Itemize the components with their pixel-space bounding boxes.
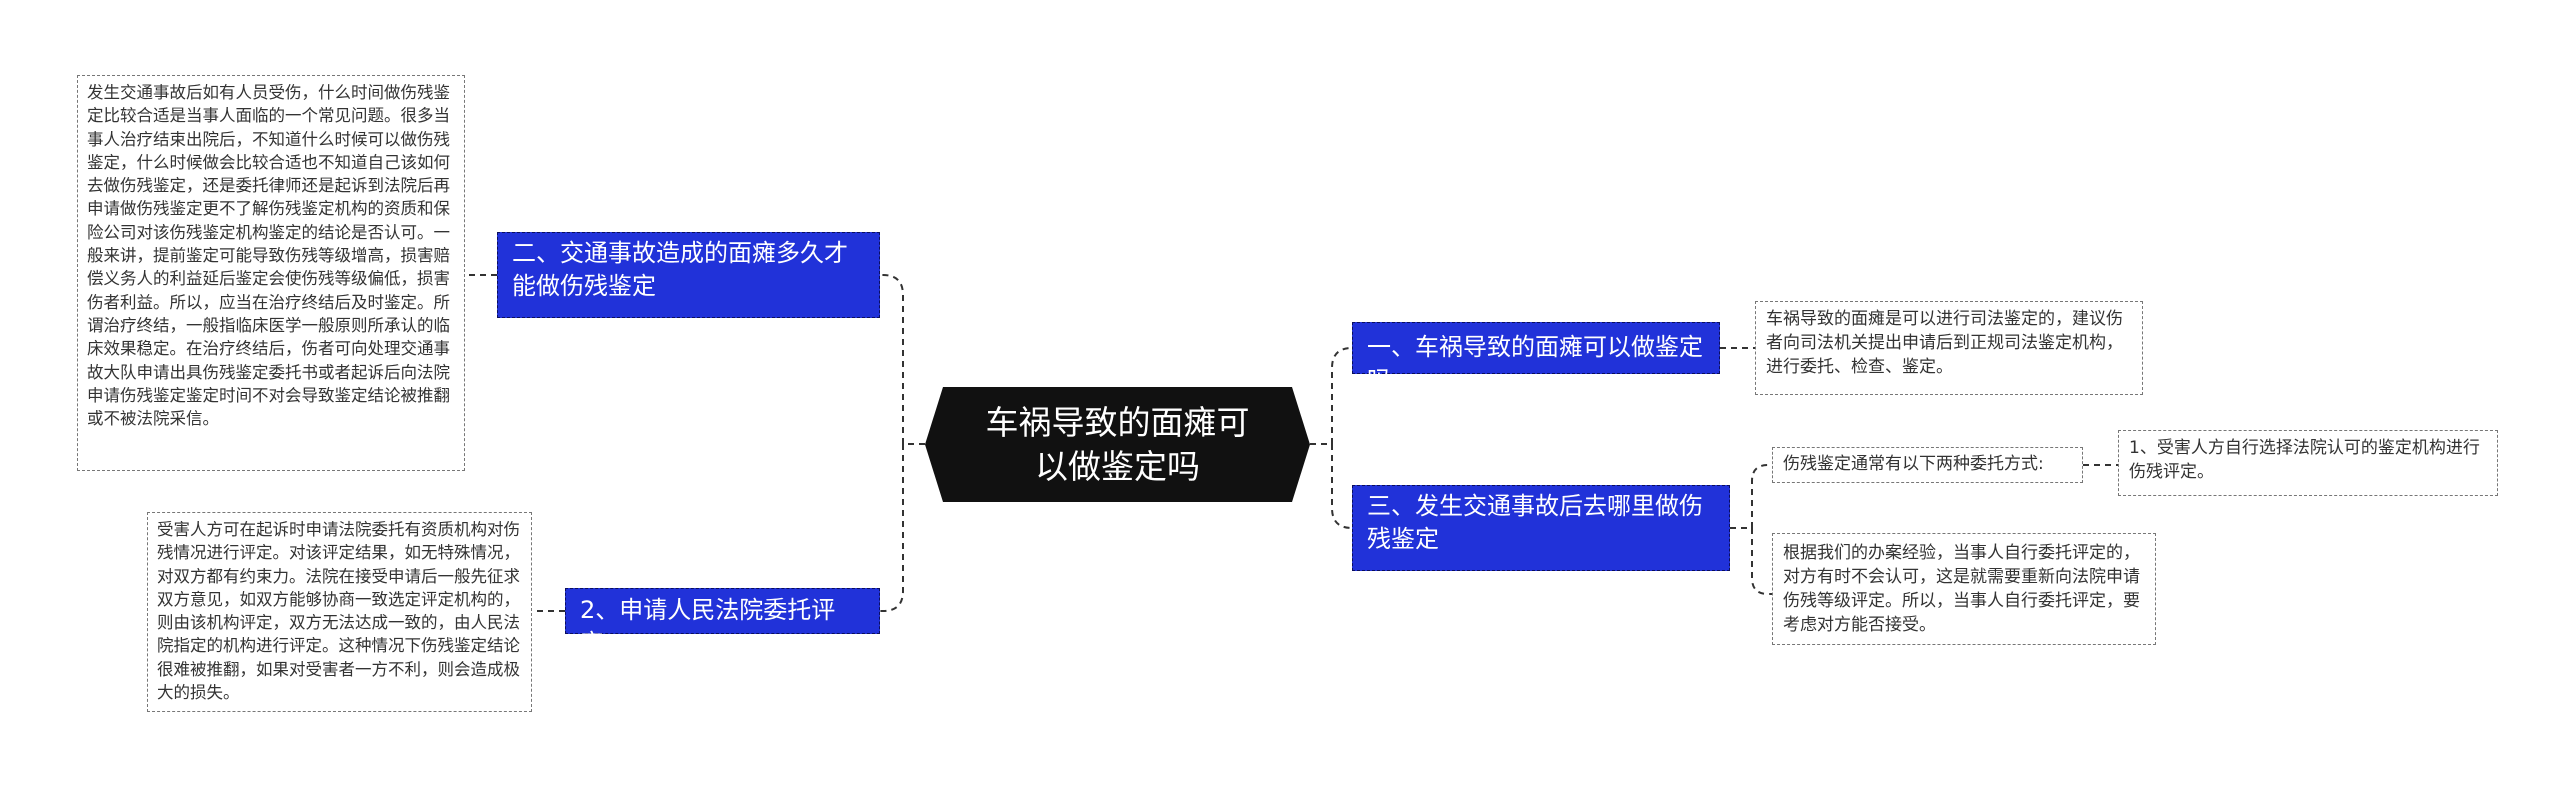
topic-court-detail-text: 受害人方可在起诉时申请法院委托有资质机构对伤残情况进行评定。对该评定结果，如无特…	[157, 520, 520, 703]
topic-3-sub-experience: 根据我们的办案经验，当事人自行委托评定的，对方有时不会认可，这是就需要重新向法院…	[1772, 533, 2156, 645]
topic-3-label: 三、发生交通事故后去哪里做伤残鉴定	[1367, 492, 1703, 553]
topic-court-appraisal[interactable]: 2、申请人民法院委托评定。	[565, 588, 880, 657]
topic-2-label: 二、交通事故造成的面瘫多久才能做伤残鉴定	[512, 239, 848, 300]
topic-3-sub-method-1: 1、受害人方自行选择法院认可的鉴定机构进行伤残评定。	[2118, 430, 2498, 496]
root-title: 车祸导致的面瘫可以做鉴定吗	[985, 402, 1250, 486]
topic-court-label: 2、申请人民法院委托评定。	[580, 596, 836, 657]
topic-1-detail: 车祸导致的面瘫是可以进行司法鉴定的，建议伤者向司法机关提出申请后到正规司法鉴定机…	[1755, 301, 2143, 395]
topic-3-sub-experience-text: 根据我们的办案经验，当事人自行委托评定的，对方有时不会认可，这是就需要重新向法院…	[1783, 543, 2140, 635]
topic-3-sub-methods: 伤残鉴定通常有以下两种委托方式:	[1772, 447, 2083, 483]
topic-court-detail: 受害人方可在起诉时申请法院委托有资质机构对伤残情况进行评定。对该评定结果，如无特…	[147, 512, 532, 712]
topic-2-detail-text: 发生交通事故后如有人员受伤，什么时间做伤残鉴定比较合适是当事人面临的一个常见问题…	[87, 83, 450, 429]
topic-2-detail: 发生交通事故后如有人员受伤，什么时间做伤残鉴定比较合适是当事人面临的一个常见问题…	[77, 75, 465, 471]
root-node-shape	[925, 387, 1310, 502]
root-node: 车祸导致的面瘫可以做鉴定吗	[925, 387, 1310, 502]
topic-1-label: 一、车祸导致的面瘫可以做鉴定吗	[1367, 333, 1703, 394]
topic-3-where-appraise[interactable]: 三、发生交通事故后去哪里做伤残鉴定	[1352, 485, 1730, 571]
topic-1-can-appraise[interactable]: 一、车祸导致的面瘫可以做鉴定吗	[1352, 322, 1720, 394]
topic-1-detail-text: 车祸导致的面瘫是可以进行司法鉴定的，建议伤者向司法机关提出申请后到正规司法鉴定机…	[1766, 309, 2123, 377]
topic-3-sub-methods-text: 伤残鉴定通常有以下两种委托方式:	[1783, 454, 2044, 474]
topic-2-injury-timing[interactable]: 二、交通事故造成的面瘫多久才能做伤残鉴定	[497, 232, 880, 318]
topic-3-sub-method-1-text: 1、受害人方自行选择法院认可的鉴定机构进行伤残评定。	[2129, 438, 2480, 482]
